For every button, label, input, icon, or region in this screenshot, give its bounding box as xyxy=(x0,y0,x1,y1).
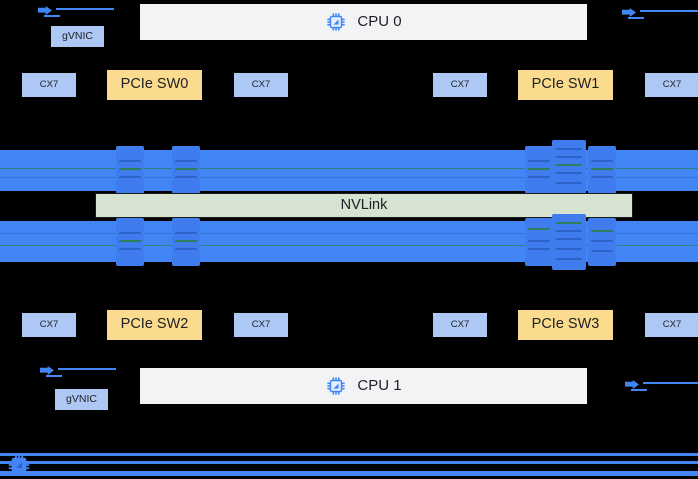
cx7-box-0[interactable]: CX7 xyxy=(22,73,76,97)
pcie-switch-label: PCIe SW2 xyxy=(120,316,189,333)
gvnic-label: gVNIC xyxy=(62,29,93,42)
gpu-chip xyxy=(525,218,553,266)
cx7-label: CX7 xyxy=(251,318,271,330)
fabric-rail-bottom xyxy=(0,471,698,476)
cpu-label: CPU 0 xyxy=(357,12,402,30)
pcie-switch-2[interactable]: PCIe SW2 xyxy=(107,310,202,340)
cx7-box-4[interactable]: CX7 xyxy=(22,313,76,337)
cx7-box-6[interactable]: CX7 xyxy=(433,313,487,337)
cx7-label: CX7 xyxy=(450,318,470,330)
cx7-label: CX7 xyxy=(39,78,59,90)
cx7-label: CX7 xyxy=(662,78,682,90)
cpu-chip-icon xyxy=(325,11,347,33)
cx7-label: CX7 xyxy=(251,78,271,90)
cpu-chip-icon xyxy=(325,375,347,397)
gpu-chip xyxy=(588,218,616,266)
nvlink-bar[interactable]: NVLink xyxy=(95,193,633,218)
gvnic-box-1[interactable]: gVNIC xyxy=(55,389,108,410)
cx7-box-3[interactable]: CX7 xyxy=(645,73,698,97)
pcie-switch-label: PCIe SW3 xyxy=(531,316,600,333)
gpu-chip xyxy=(172,146,200,194)
cx7-box-7[interactable]: CX7 xyxy=(645,313,698,337)
pcie-switch-label: PCIe SW0 xyxy=(120,76,189,93)
cx7-box-1[interactable]: CX7 xyxy=(234,73,288,97)
fabric-rail-mid xyxy=(0,461,698,464)
gvnic-box-0[interactable]: gVNIC xyxy=(51,26,104,47)
gpu-chip xyxy=(588,146,616,194)
pcie-switch-3[interactable]: PCIe SW3 xyxy=(518,310,613,340)
pcie-switch-0[interactable]: PCIe SW0 xyxy=(107,70,202,100)
fabric-rail-top xyxy=(0,453,698,456)
network-plug-icon xyxy=(38,6,116,20)
gpu-chip xyxy=(172,218,200,266)
network-plug-icon xyxy=(40,366,118,380)
gvnic-label: gVNIC xyxy=(66,392,97,405)
gpu-chip xyxy=(552,214,586,270)
gpu-chip xyxy=(116,146,144,194)
cpu-box-0[interactable]: CPU 0 xyxy=(140,4,587,40)
pcie-switch-1[interactable]: PCIe SW1 xyxy=(518,70,613,100)
pcie-switch-label: PCIe SW1 xyxy=(531,76,600,93)
nvlink-label: NVLink xyxy=(340,196,388,213)
gpu-chip xyxy=(116,218,144,266)
cx7-box-5[interactable]: CX7 xyxy=(234,313,288,337)
gpu-chip xyxy=(525,146,553,194)
network-plug-icon xyxy=(625,380,698,394)
cpu-chip-icon xyxy=(6,452,32,478)
cx7-label: CX7 xyxy=(450,78,470,90)
network-plug-icon xyxy=(622,8,698,22)
cpu-label: CPU 1 xyxy=(357,376,402,394)
cx7-box-2[interactable]: CX7 xyxy=(433,73,487,97)
cx7-label: CX7 xyxy=(662,318,682,330)
cpu-box-1[interactable]: CPU 1 xyxy=(140,368,587,404)
cx7-label: CX7 xyxy=(39,318,59,330)
gpu-chip xyxy=(552,140,586,198)
